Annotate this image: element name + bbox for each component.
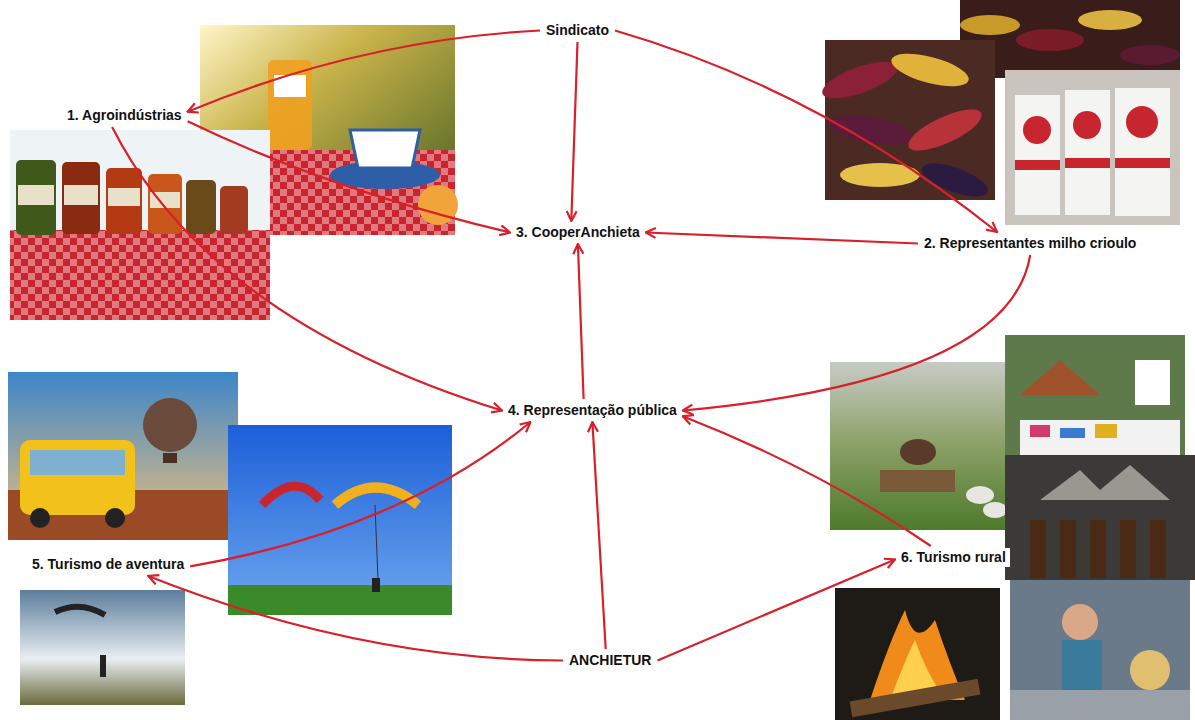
text-node: ANCHIETUR	[565, 651, 655, 670]
text-node: 3. CooperAnchieta	[512, 223, 644, 242]
text-node: 6. Turismo rural	[897, 548, 1010, 567]
market-photo	[1005, 335, 1185, 460]
arrow-connector	[148, 576, 563, 661]
node-label: ANCHIETUR	[569, 652, 651, 669]
arrow-connector	[658, 559, 896, 660]
sheep-photo	[830, 362, 1010, 530]
paraglider-photo	[228, 425, 452, 615]
arrow-connector	[646, 233, 918, 244]
campfire-photo	[835, 588, 1000, 720]
node-label: 4. Representação pública	[508, 402, 677, 419]
node-label: 1. Agroindústrias	[67, 107, 182, 124]
arrow-connector	[571, 42, 577, 221]
arrow-connector	[578, 244, 584, 399]
arrow-connector	[112, 127, 502, 411]
text-node: 4. Representação pública	[504, 401, 681, 420]
arrow-connector	[615, 31, 997, 233]
arrow-connector	[683, 416, 931, 546]
node-label: 5. Turismo de aventura	[32, 556, 184, 573]
arrow-connector	[188, 121, 510, 232]
arrow-connector	[190, 422, 530, 566]
arrow-connector	[188, 31, 540, 112]
craftsman-photo	[1010, 580, 1190, 720]
flour-bags-photo	[1005, 70, 1180, 225]
text-node: Sindicato	[542, 21, 613, 40]
paraglider-field-photo	[20, 590, 185, 705]
text-node: 1. Agroindústrias	[63, 106, 186, 125]
node-label: Sindicato	[546, 22, 609, 39]
jars-photo	[10, 130, 270, 320]
beer-photo	[1005, 455, 1195, 580]
van-balloon-photo	[8, 372, 238, 540]
arrow-connector	[592, 422, 605, 649]
text-node: 5. Turismo de aventura	[28, 555, 188, 574]
arrow-connector	[683, 255, 1030, 411]
node-label: 2. Representantes milho crioulo	[924, 235, 1136, 252]
node-label: 3. CooperAnchieta	[516, 224, 640, 241]
text-node: 2. Representantes milho crioulo	[920, 234, 1140, 253]
node-label: 6. Turismo rural	[901, 549, 1006, 566]
